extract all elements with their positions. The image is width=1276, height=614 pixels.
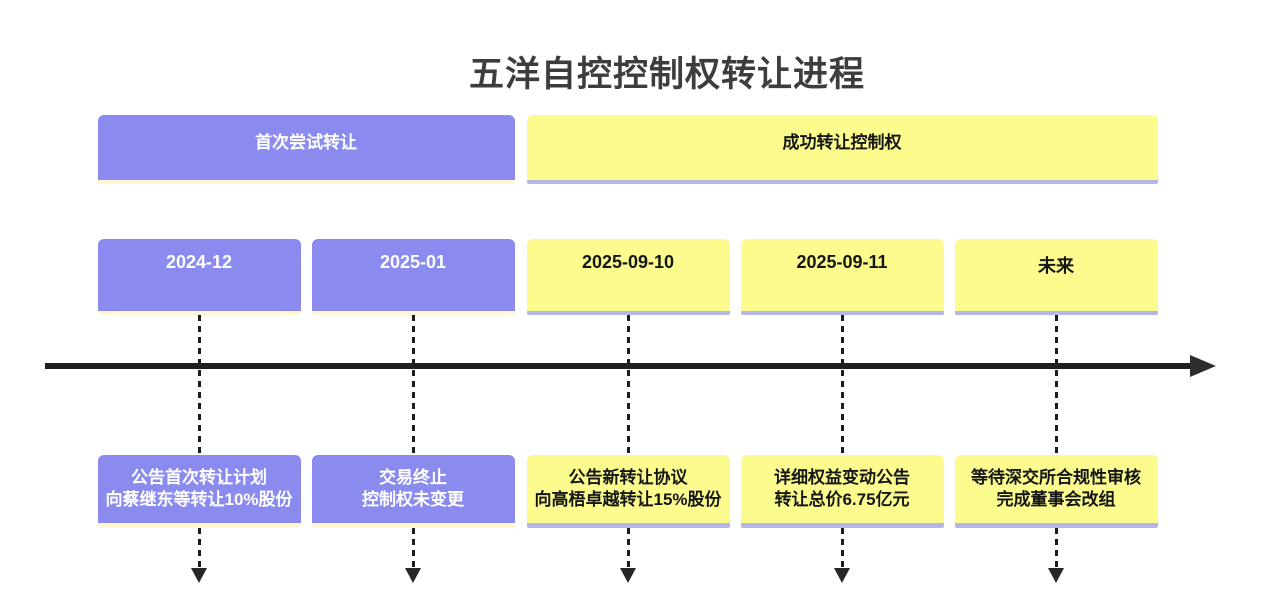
event-box: 公告新转让协议向高梧卓越转让15%股份 <box>526 455 730 528</box>
down-arrowhead-icon <box>620 568 636 583</box>
phase-bar-fill: 首次尝试转让 <box>97 115 515 180</box>
date-box: 2025-01 <box>311 239 515 315</box>
event-desc-line: 公告新转让协议 <box>568 468 688 487</box>
event-box-fill: 详细权益变动公告转让总价6.75亿元 <box>740 455 944 523</box>
dashed-connector <box>626 315 630 455</box>
dashed-connector <box>411 528 415 568</box>
phase-bar: 成功转让控制权 <box>526 115 1158 184</box>
date-label: 2025-09-10 <box>581 252 675 272</box>
axis-arrowhead-icon <box>1190 355 1216 377</box>
date-box-fill: 未来 <box>954 239 1158 311</box>
date-box: 未来 <box>954 239 1158 315</box>
phase-label: 首次尝试转让 <box>255 133 357 152</box>
phase-bar-fill: 成功转让控制权 <box>526 115 1158 180</box>
date-box: 2024-12 <box>97 239 301 315</box>
phase-bar: 首次尝试转让 <box>97 115 515 184</box>
event-box-shadow <box>954 523 1158 528</box>
event-desc-line: 详细权益变动公告 <box>774 468 910 487</box>
event-box: 交易终止控制权未变更 <box>311 455 515 528</box>
event-box: 公告首次转让计划向蔡继东等转让10%股份 <box>97 455 301 528</box>
timeline-axis <box>45 363 1192 369</box>
page-title: 五洋自控控制权转让进程 <box>468 55 865 94</box>
phase-label: 成功转让控制权 <box>782 133 902 152</box>
down-arrowhead-icon <box>834 568 850 583</box>
event-desc-line: 向蔡继东等转让10%股份 <box>105 490 293 509</box>
date-label: 2024-12 <box>165 252 233 272</box>
event-desc-line: 公告首次转让计划 <box>131 468 267 487</box>
date-box-fill: 2025-09-11 <box>740 239 944 311</box>
down-arrowhead-icon <box>1048 568 1064 583</box>
phase-bar-shadow <box>526 180 1158 184</box>
event-desc-line: 控制权未变更 <box>362 490 464 509</box>
dashed-connector <box>840 315 844 455</box>
date-box-shadow <box>954 311 1158 315</box>
dashed-connector <box>840 528 844 568</box>
event-box-fill: 等待深交所合规性审核完成董事会改组 <box>954 455 1158 523</box>
event-desc-line: 完成董事会改组 <box>996 490 1116 509</box>
event-desc-line: 交易终止 <box>379 468 447 487</box>
event-box-fill: 公告新转让协议向高梧卓越转让15%股份 <box>526 455 730 523</box>
event-box: 等待深交所合规性审核完成董事会改组 <box>954 455 1158 528</box>
event-box-shadow <box>526 523 730 528</box>
dashed-connector <box>197 528 201 568</box>
date-box-fill: 2025-01 <box>311 239 515 311</box>
event-desc-line: 转让总价6.75亿元 <box>774 490 910 509</box>
date-box-fill: 2024-12 <box>97 239 301 311</box>
date-box-fill: 2025-09-10 <box>526 239 730 311</box>
date-box-shadow <box>311 311 515 315</box>
date-label: 未来 <box>1038 256 1074 276</box>
date-label: 2025-01 <box>379 252 447 272</box>
date-box-shadow <box>97 311 301 315</box>
event-desc-line: 向高梧卓越转让15%股份 <box>534 490 722 509</box>
dashed-connector <box>626 528 630 568</box>
event-box: 详细权益变动公告转让总价6.75亿元 <box>740 455 944 528</box>
dashed-connector <box>1054 315 1058 455</box>
down-arrowhead-icon <box>405 568 421 583</box>
event-box-shadow <box>97 523 301 528</box>
date-box-shadow <box>740 311 944 315</box>
event-box-shadow <box>311 523 515 528</box>
dashed-connector <box>1054 528 1058 568</box>
date-box: 2025-09-11 <box>740 239 944 315</box>
event-box-fill: 公告首次转让计划向蔡继东等转让10%股份 <box>97 455 301 523</box>
event-box-shadow <box>740 523 944 528</box>
date-box-shadow <box>526 311 730 315</box>
date-box: 2025-09-10 <box>526 239 730 315</box>
dashed-connector <box>411 315 415 455</box>
event-desc-line: 等待深交所合规性审核 <box>971 468 1141 487</box>
down-arrowhead-icon <box>191 568 207 583</box>
date-label: 2025-09-11 <box>796 252 888 272</box>
phase-bar-shadow <box>97 180 515 184</box>
dashed-connector <box>197 315 201 455</box>
event-box-fill: 交易终止控制权未变更 <box>311 455 515 523</box>
